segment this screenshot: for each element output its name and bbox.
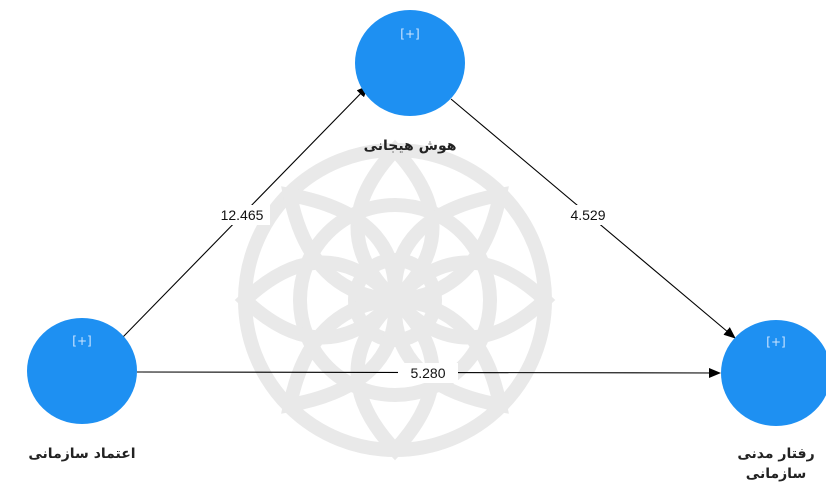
edge-emotional-intelligence-to-citizenship[interactable]: 4.529 [450,98,736,339]
edge-trust-to-emotional-intelligence[interactable]: 12.465 [121,85,369,339]
construct-label: هوش هیجانی [364,138,457,154]
node-organizational-citizenship[interactable]: [+] رفتار مدنی سازمانی [721,320,826,482]
node-organizational-trust[interactable]: [+] اعتماد سازمانی [27,318,137,462]
construct-circle[interactable] [27,318,137,424]
construct-circle[interactable] [721,320,826,426]
path-coefficient-label: 12.465 [221,207,264,223]
edge-label-background [560,205,616,225]
watermark-emblem [234,139,556,461]
edge-label-background [398,363,458,383]
expand-icon[interactable]: [+] [766,335,785,349]
construct-label: اعتماد سازمانی [28,446,135,462]
path-coefficient-label: 4.529 [570,207,605,223]
construct-label-line-1: رفتار مدنی [737,446,814,462]
expand-icon[interactable]: [+] [72,334,91,348]
path-coefficient-label: 5.280 [410,365,445,381]
expand-icon[interactable]: [+] [400,27,419,41]
edge-trust-to-citizenship[interactable]: 5.280 [136,363,721,383]
construct-circle[interactable] [355,10,465,116]
construct-label-line-2: سازمانی [746,466,806,482]
edge-label-background [214,205,270,225]
node-emotional-intelligence[interactable]: [+] هوش هیجانی [355,10,465,154]
